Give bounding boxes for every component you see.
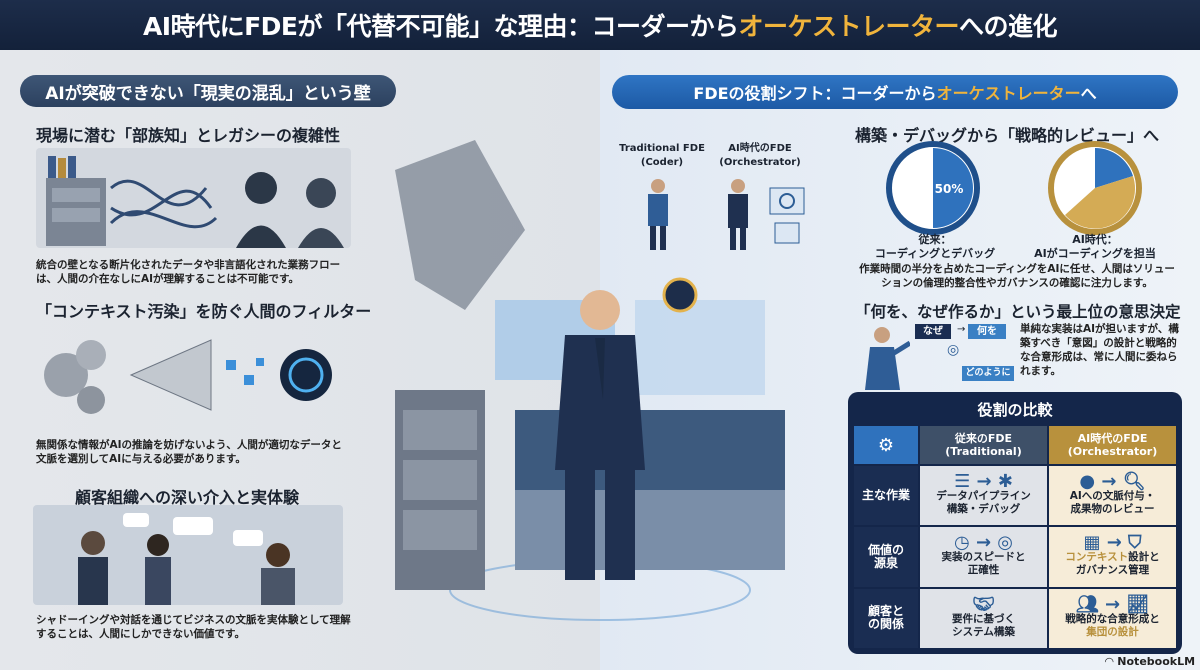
left-banner: AIが突破できない「現実の混乱」という壁 bbox=[20, 75, 396, 107]
customer-engagement-illustration bbox=[33, 505, 343, 605]
cell-ai: 👥︎ → 📈︎戦略的な合意形成と 集団の設計 bbox=[1047, 586, 1178, 651]
row-label: 価値の 源泉 bbox=[852, 525, 920, 589]
presenter-icon bbox=[865, 327, 910, 390]
flow-why: なぜ bbox=[915, 324, 951, 339]
orchestrator-central-illustration bbox=[395, 140, 785, 621]
review-text: 作業時間の半分を占めたコーディングをAIに任せ、人間はソリューションの倫理的整合… bbox=[859, 263, 1175, 289]
page-title: AI時代にFDEが「代替不可能」な理由：コーダーからオーケストレーターへの進化 bbox=[0, 0, 1200, 50]
brain-review-icon: ● → 🔍︎ bbox=[1079, 471, 1146, 493]
cell-ai: ● → 🔍︎AIへの文脈付与・ 成果物のレビュー bbox=[1047, 463, 1178, 528]
context-filter-illustration bbox=[44, 339, 332, 414]
right-banner: FDEの役割シフト：コーダーからオーケストレーターへ bbox=[612, 75, 1178, 109]
clock1-label: 従来：コーディングとデバッグ bbox=[874, 233, 996, 260]
col-ai: AI時代のFDE (Orchestrator) bbox=[1047, 424, 1178, 466]
row-label: 主な作業 bbox=[852, 463, 920, 528]
role-figures-icon bbox=[648, 179, 805, 250]
stopwatch-target-icon: ◷ → ◎ bbox=[953, 532, 1014, 554]
cell-traditional: ◷ → ◎実装のスピードと 正確性 bbox=[918, 525, 1049, 589]
role-comparison-table: 役割の比較 ⚙ 従来のFDE (Traditional) AI時代のFDE (O… bbox=[848, 392, 1182, 654]
cell-traditional: ☰ → ✱データパイプライン 構築・デバッグ bbox=[918, 463, 1049, 528]
review-heading: 構築・デバッグから「戦略的レビュー」へ bbox=[855, 126, 1160, 145]
gears-icon: ⚙ bbox=[852, 424, 920, 466]
section-text: シャドーイングや対話を通じてビジネスの文脈を実体験として理解することは、人間にし… bbox=[36, 614, 351, 640]
decision-heading: 「何を、なぜ作るか」という最上位の意思決定 bbox=[855, 303, 1181, 321]
row-label: 顧客と の関係 bbox=[852, 586, 920, 651]
cell-traditional: 🤝︎要件に基づく システム構築 bbox=[918, 586, 1049, 651]
section-text: 無関係な情報がAIの推論を妨げないよう、人間が適切なデータと文脈を選別してAIに… bbox=[36, 439, 342, 465]
section-heading: 現場に潜む「部族知」とレガシーの複雑性 bbox=[36, 126, 341, 145]
arrow-right-icon: → bbox=[957, 324, 966, 335]
section-heading: 「コンテキスト汚染」を防ぐ人間のフィルター bbox=[36, 302, 372, 321]
target-icon: ◎ bbox=[947, 342, 960, 358]
time-allocation-clocks: 50% bbox=[886, 141, 1142, 235]
team-chart-icon: 👥︎ → 📈︎ bbox=[1075, 593, 1150, 615]
notebooklm-logo: ◠ NotebookLM bbox=[1105, 655, 1196, 668]
blueprint-shield-icon: ▦ → ⛉ bbox=[1083, 532, 1142, 554]
legacy-complexity-illustration bbox=[36, 148, 351, 248]
col-traditional: 従来のFDE (Traditional) bbox=[918, 424, 1049, 466]
section-heading: 顧客組織への深い介入と実体験 bbox=[75, 488, 300, 507]
section-text: 統合の壁となる断片化されたデータや非言語化された業務フローは、人間の介在なしにA… bbox=[36, 259, 341, 285]
flow-what: 何を bbox=[968, 324, 1006, 339]
traditional-clock-icon: 50% bbox=[886, 141, 980, 235]
clock-percent: 50% bbox=[935, 182, 964, 196]
clock2-label: AI時代：AIがコーディングを担当 bbox=[1034, 233, 1156, 260]
flow-how: どのように bbox=[962, 366, 1014, 381]
ai-fde-label: AI時代のFDE (Orchestrator) bbox=[719, 143, 801, 168]
document-bug-icon: ☰ → ✱ bbox=[954, 471, 1013, 493]
handshake-icon: 🤝︎ bbox=[972, 593, 995, 615]
traditional-fde-label: Traditional FDE (Coder) bbox=[619, 143, 705, 168]
decision-text: 単純な実装はAIが担いますが、構築すべき「意図」の設計と戦略的な合意形成は、常に… bbox=[1020, 323, 1179, 377]
cell-ai: ▦ → ⛉コンテキスト設計と ガバナンス管理 bbox=[1047, 525, 1178, 589]
comparison-title: 役割の比較 bbox=[977, 401, 1053, 419]
ai-clock-icon bbox=[1048, 141, 1142, 235]
